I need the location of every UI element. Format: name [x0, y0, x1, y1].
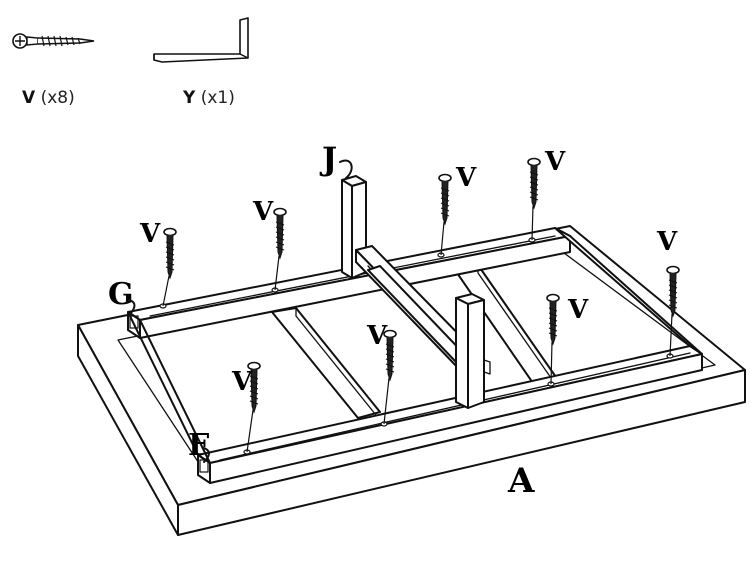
part-qty: (x8) — [40, 88, 75, 108]
part-caption-v: V (x8) — [22, 88, 75, 108]
part-j — [341, 175, 491, 409]
label-v: V — [366, 321, 388, 351]
part-letter: Y — [183, 88, 196, 108]
screw-v-3: V — [437, 163, 477, 258]
label-g: G — [108, 277, 134, 312]
label-v: V — [139, 219, 161, 249]
leader-g — [127, 299, 136, 315]
label-j: J — [319, 140, 337, 178]
leader-j — [339, 159, 353, 179]
label-v: V — [567, 295, 589, 325]
screw-v-7: V — [366, 321, 397, 427]
screw-v-2: V — [252, 197, 287, 293]
screw-v-4: V — [527, 147, 566, 243]
label-v: V — [252, 197, 274, 227]
part-caption-y: Y (x1) — [183, 88, 235, 108]
part-letter: V — [22, 88, 36, 108]
label-v: V — [656, 227, 678, 257]
screw-icon — [12, 33, 95, 49]
screw-v-8: V — [231, 361, 261, 455]
screw-v-6: V — [546, 293, 589, 387]
leader-f — [203, 447, 210, 463]
screw-v-1: V — [139, 219, 177, 309]
callouts: J G F A — [108, 140, 535, 501]
side-rails — [127, 227, 703, 464]
screws-v: V V V V V V V V — [139, 147, 680, 455]
label-v: V — [231, 367, 253, 397]
label-v: V — [544, 147, 566, 177]
label-v: V — [455, 163, 477, 193]
label-a: A — [507, 461, 535, 501]
label-f: F — [188, 428, 209, 463]
part-qty: (x1) — [200, 88, 235, 108]
screw-v-5: V — [656, 227, 680, 359]
l-bracket-icon — [153, 17, 249, 63]
